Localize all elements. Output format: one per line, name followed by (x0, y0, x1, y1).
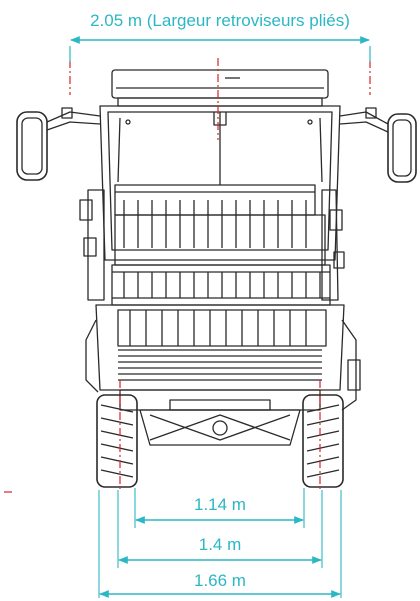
track-outer-label: 1.66 m (194, 571, 246, 590)
dimension-track-outer: 1.66 m (99, 571, 341, 598)
cab-roof (111, 69, 329, 107)
upper-grid (114, 184, 326, 266)
center-lines (4, 58, 371, 493)
middle-grid (111, 264, 331, 306)
machine-outline (16, 69, 417, 488)
lower-chamber (85, 304, 361, 411)
right-wheel (302, 394, 344, 488)
left-mirror (16, 107, 101, 181)
side-frames (79, 189, 345, 301)
left-wheel (96, 394, 138, 488)
dimension-track-inner: 1.14 m (135, 495, 304, 524)
dimension-mirror-width: 2.05 m (Largeur retroviseurs pliés) (69, 11, 371, 62)
track-center-label: 1.4 m (199, 535, 242, 554)
dimension-track-center: 1.4 m (118, 535, 322, 564)
cab-body (99, 105, 341, 261)
chassis-axle (119, 389, 321, 446)
mirror-width-label: 2.05 m (Largeur retroviseurs pliés) (90, 11, 350, 30)
extension-lines (98, 488, 342, 598)
track-inner-label: 1.14 m (194, 495, 246, 514)
right-mirror (339, 107, 417, 183)
